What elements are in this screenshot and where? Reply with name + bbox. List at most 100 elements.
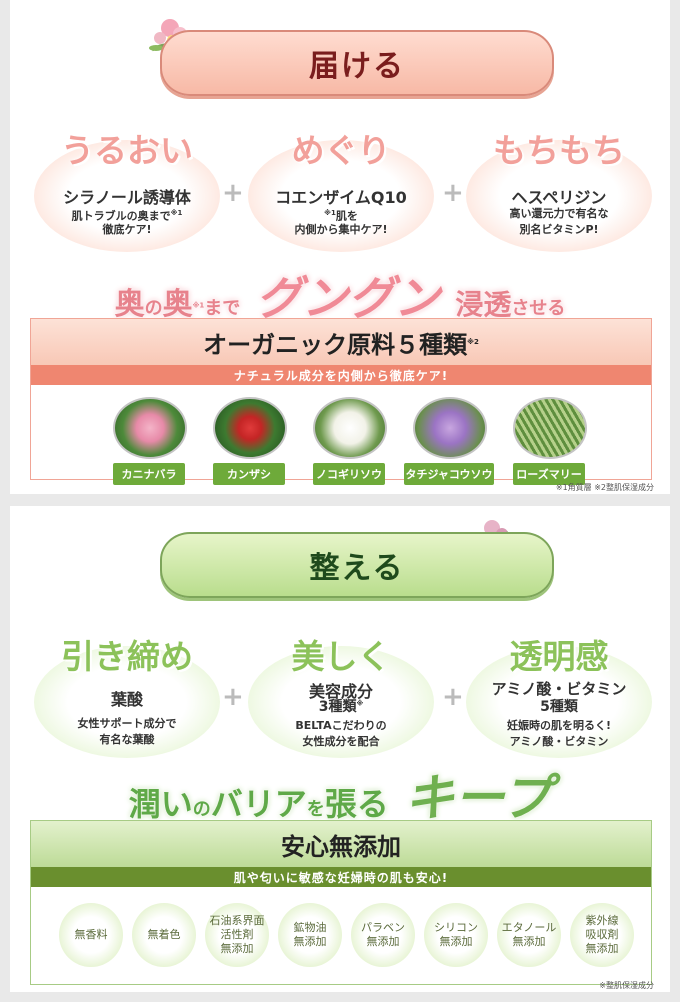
- circle-desc-2: 徹底ケア!: [102, 223, 152, 236]
- badge-line: 無香料: [74, 928, 108, 941]
- badge-line: 無添加: [512, 935, 546, 948]
- badge-line: 無添加: [366, 935, 400, 948]
- additive-free-badge: パラベン無添加: [351, 903, 415, 967]
- circle-heading: めぐり: [291, 131, 391, 170]
- circle-desc-1: 肌を: [335, 209, 358, 223]
- banner-title: 整える: [309, 551, 405, 586]
- badge-label: 鉱物油無添加: [294, 921, 327, 949]
- headline-keep: 潤いのバリアを張る キープ: [10, 758, 670, 830]
- box-subtitle-strip: 肌や匂いに敏感な妊婦時の肌も安心!: [31, 867, 651, 887]
- badge-label: パラベン無添加: [361, 921, 405, 949]
- circle-desc-2: アミノ酸・ビタミン: [509, 735, 609, 748]
- badge-line: 鉱物油: [293, 921, 327, 934]
- badge-label: 紫外線吸収剤無添加: [586, 914, 619, 956]
- circle-desc-1: 女性サポート成分で: [77, 717, 177, 730]
- headline-part: 奥: [114, 287, 145, 322]
- feature-circle-beauty: 美しく 美容成分 3種類※ BELTAこだわりの 女性成分を配合: [248, 637, 434, 758]
- circle-heading: 透明感: [509, 637, 609, 676]
- herb-item: カンザシ: [213, 397, 287, 485]
- herb-label: カンザシ: [213, 463, 285, 485]
- circle-heading: 美しく: [291, 637, 391, 676]
- circle-desc-1: 妊娠時の肌を明るく!: [506, 719, 612, 732]
- circle-heading: もちもち: [493, 131, 625, 170]
- feature-circle-circulation: めぐり コエンザイムQ10 ※1肌を 内側から集中ケア!: [248, 131, 434, 252]
- circle-ingredient: コエンザイムQ10: [275, 188, 407, 207]
- plus-icon: +: [442, 682, 464, 712]
- herb-photo-icon: [113, 397, 187, 459]
- headline-part: バリア: [210, 785, 307, 823]
- herb-item: タチジャコウソウ: [404, 397, 494, 485]
- additive-free-badge: 無着色: [132, 903, 196, 967]
- herb-label: ローズマリー: [513, 463, 585, 485]
- circle-desc-2: 内側から集中ケア!: [294, 223, 388, 236]
- circle-ingredient: 葉酸: [110, 690, 143, 709]
- circle-desc-2: 有名な葉酸: [99, 733, 155, 746]
- badge-line: 吸収剤: [585, 928, 619, 941]
- banner-prepare: 整える: [130, 532, 584, 608]
- headline-part: 浸透: [455, 288, 512, 321]
- badge-line: エタノール: [501, 921, 557, 934]
- headline-part: を: [306, 799, 325, 820]
- additive-free-badge: エタノール無添加: [497, 903, 561, 967]
- additive-free-badge: 紫外線吸収剤無添加: [570, 903, 634, 967]
- circle-ingredient-count: 3種類: [318, 699, 357, 715]
- banner-deliver: 届ける: [130, 30, 584, 106]
- circle-ingredient: アミノ酸・ビタミン: [491, 680, 627, 698]
- badge-label: エタノール無添加: [502, 921, 557, 949]
- badge-line: 活性剤: [220, 928, 254, 941]
- badge-label: シリコン無添加: [434, 921, 478, 949]
- herb-photo-icon: [513, 397, 587, 459]
- footnote-mark: ※1: [324, 209, 336, 217]
- headline-emphasis: キープ: [404, 769, 552, 827]
- feature-circle-clarity: 透明感 アミノ酸・ビタミン 5種類 妊娠時の肌を明るく! アミノ酸・ビタミン: [466, 637, 652, 758]
- headline-part: の: [144, 298, 163, 319]
- plus-icon: +: [222, 682, 244, 712]
- additive-free-badge: 無香料: [59, 903, 123, 967]
- footnote-mark: ※2: [467, 338, 479, 346]
- circle-desc-2: 別名ビタミンP!: [519, 223, 599, 236]
- herb-label: タチジャコウソウ: [404, 463, 494, 485]
- headline-part: させる: [511, 298, 566, 319]
- footnote-mark: ※1: [192, 301, 205, 310]
- headline-part: まで: [204, 298, 241, 319]
- footnote: ※1角質層 ※2整肌保湿成分: [555, 483, 654, 492]
- footnote-mark: ※: [356, 699, 364, 708]
- plus-icon: +: [222, 178, 244, 208]
- badge-line: 紫外線: [585, 914, 619, 927]
- box-title: 安心無添加: [31, 821, 651, 867]
- badge-label: 無着色: [148, 928, 181, 942]
- herb-item: ローズマリー: [513, 397, 587, 485]
- badge-line: シリコン: [434, 921, 478, 934]
- organic-ingredients-box: オーガニック原料５種類※2 ナチュラル成分を内側から徹底ケア! カニナバラ カン…: [30, 318, 652, 485]
- badge-label: 無香料: [75, 928, 108, 942]
- box-subtitle-strip: ナチュラル成分を内側から徹底ケア!: [31, 365, 651, 385]
- feature-circle-tighten: 引き締め 葉酸 女性サポート成分で 有名な葉酸: [34, 637, 220, 758]
- herb-photo-icon: [313, 397, 387, 459]
- feature-circle-moisture: うるおい シラノール誘導体 肌トラブルの奥まで※1 徹底ケア!: [34, 131, 220, 252]
- badge-line: 無添加: [220, 942, 254, 955]
- additive-free-badge: 鉱物油無添加: [278, 903, 342, 967]
- badge-line: 無添加: [293, 935, 327, 948]
- herb-label: ノコギリソウ: [313, 463, 385, 485]
- herb-photo-icon: [213, 397, 287, 459]
- circle-ingredient-count: 5種類: [540, 699, 578, 715]
- badge-line: 石油系界面: [209, 914, 265, 927]
- circle-ingredient: シラノール誘導体: [63, 188, 191, 207]
- circle-heading: うるおい: [61, 131, 193, 170]
- additive-free-badge: 石油系界面活性剤無添加: [205, 903, 269, 967]
- additive-free-badge: シリコン無添加: [424, 903, 488, 967]
- badge-line: パラベン: [361, 921, 405, 934]
- herb-item: カニナバラ: [113, 397, 187, 485]
- headline-penetrate: 奥の奥※1まで グングン 浸透させる: [10, 262, 670, 328]
- herb-label: カニナバラ: [113, 463, 185, 485]
- circle-desc-1: 高い還元力で有名な: [509, 207, 609, 220]
- circle-heading: 引き締め: [61, 637, 193, 676]
- herb-photo-icon: [413, 397, 487, 459]
- footnote-mark: ※1: [170, 209, 183, 217]
- circle-ingredient: 美容成分: [308, 682, 373, 701]
- circle-ingredient: ヘスペリジン: [511, 188, 607, 207]
- banner-title: 届ける: [309, 49, 405, 84]
- badge-line: 無添加: [439, 935, 473, 948]
- circle-desc-1: 肌トラブルの奥まで: [71, 209, 171, 223]
- section-deliver: 届ける うるおい シラノール誘導体 肌トラブルの奥まで※1 徹底ケア! + めぐ…: [10, 0, 670, 494]
